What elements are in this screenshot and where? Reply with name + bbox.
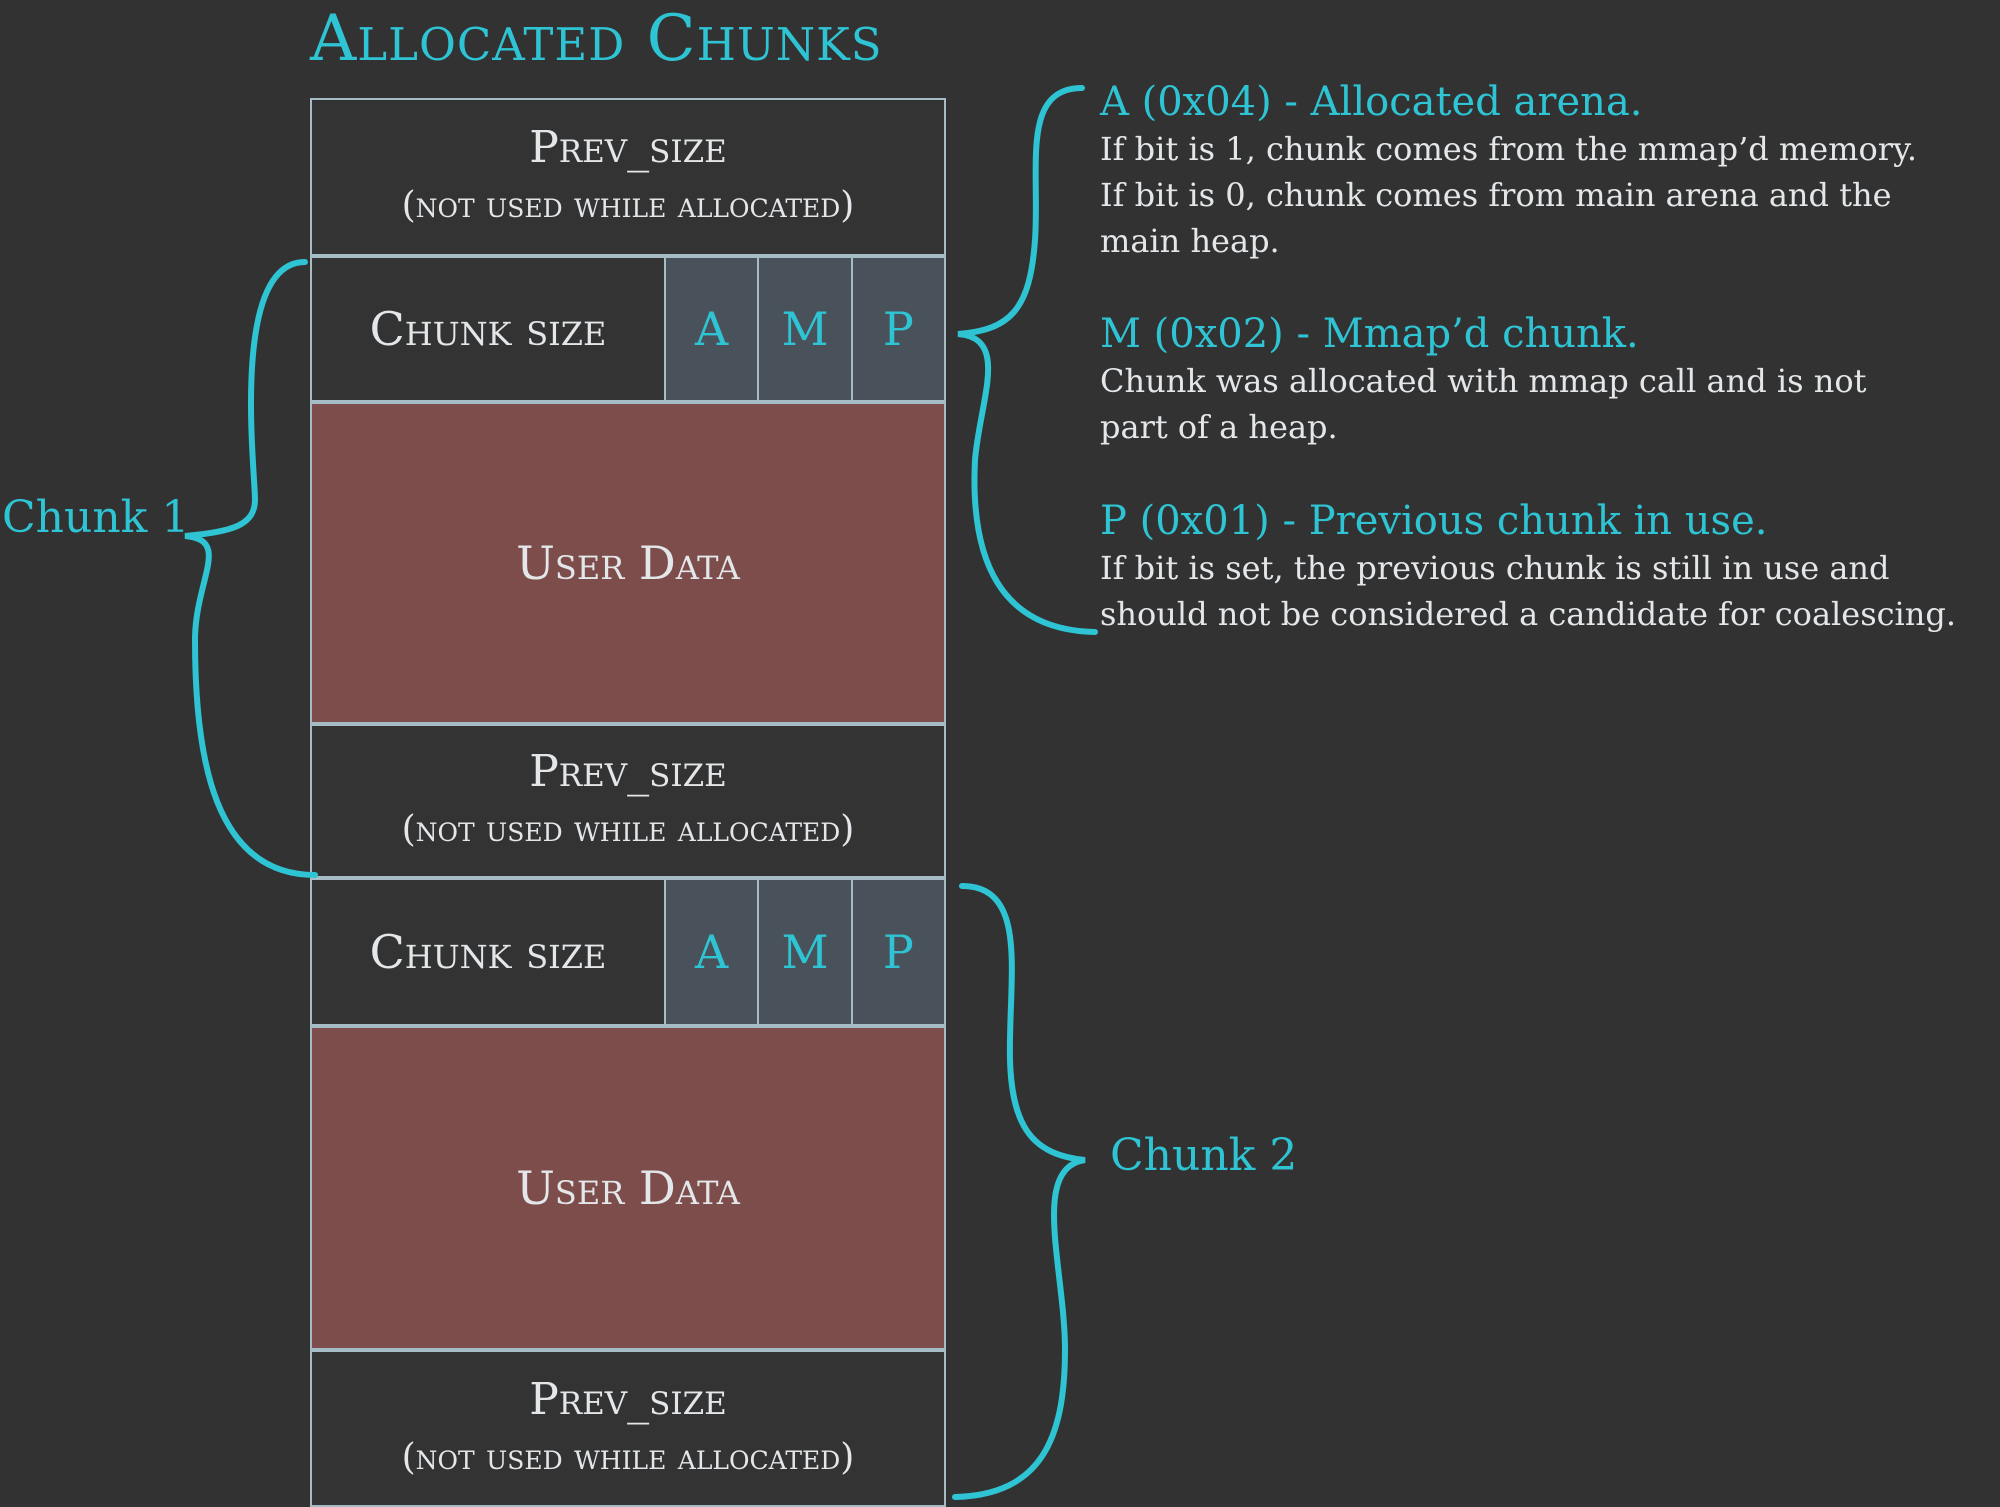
flag-p-cell: P	[852, 258, 944, 400]
prev-size-label: Prev_size	[529, 746, 727, 797]
flag-a-heading: A (0x04) - Allocated arena.	[1100, 79, 1643, 125]
prev-size-note: (not used while allocated)	[401, 1436, 855, 1478]
chunk-size-row-2: Chunk size A M P	[310, 878, 946, 1026]
prev-size-block-1: Prev_size (not used while allocated)	[310, 98, 946, 256]
description-line: If bit is 1, chunk comes from the mmap’d…	[1100, 130, 1918, 168]
description-line: If bit is 0, chunk comes from main arena…	[1100, 176, 1892, 214]
chunk-size-label: Chunk size	[312, 880, 666, 1024]
chunk-1-label: Chunk 1	[2, 492, 190, 543]
prev-size-label: Prev_size	[529, 122, 727, 173]
flag-p-cell: P	[852, 880, 944, 1024]
chunk-1-brace	[184, 259, 318, 878]
chunk-size-row-1: Chunk size A M P	[310, 256, 946, 402]
flag-a-description: A (0x04) - Allocated arena. If bit is 1,…	[1100, 78, 1990, 264]
prev-size-note: (not used while allocated)	[401, 809, 855, 850]
flag-a-cell: A	[666, 258, 760, 400]
prev-size-block-3: Prev_size (not used while allocated)	[310, 1350, 946, 1507]
description-line: part of a heap.	[1100, 408, 1338, 446]
description-line: If bit is set, the previous chunk is sti…	[1100, 549, 1890, 587]
prev-size-note: (not used while allocated)	[401, 185, 855, 226]
flag-p-description: P (0x01) - Previous chunk in use. If bit…	[1100, 497, 1990, 637]
flag-m-heading: M (0x02) - Mmap’d chunk.	[1100, 311, 1639, 357]
description-line: should not be considered a candidate for…	[1100, 595, 1957, 633]
description-line: main heap.	[1100, 222, 1280, 260]
flags-brace	[957, 85, 1098, 635]
prev-size-label: Prev_size	[529, 1373, 727, 1425]
chunk-2-brace	[952, 883, 1086, 1500]
description-line: Chunk was allocated with mmap call and i…	[1100, 362, 1867, 400]
flag-m-description: M (0x02) - Mmap’d chunk. Chunk was alloc…	[1100, 310, 1990, 450]
flag-p-heading: P (0x01) - Previous chunk in use.	[1100, 498, 1768, 544]
chunk-size-label: Chunk size	[312, 258, 666, 400]
flag-m-cell: M	[759, 258, 853, 400]
flag-a-cell: A	[666, 880, 760, 1024]
flag-m-cell: M	[759, 880, 853, 1024]
user-data-block-1: User Data	[310, 402, 946, 724]
user-data-block-2: User Data	[310, 1026, 946, 1350]
prev-size-block-2: Prev_size (not used while allocated)	[310, 724, 946, 878]
diagram-title: Allocated Chunks	[310, 2, 883, 76]
chunk-2-label: Chunk 2	[1110, 1130, 1298, 1181]
